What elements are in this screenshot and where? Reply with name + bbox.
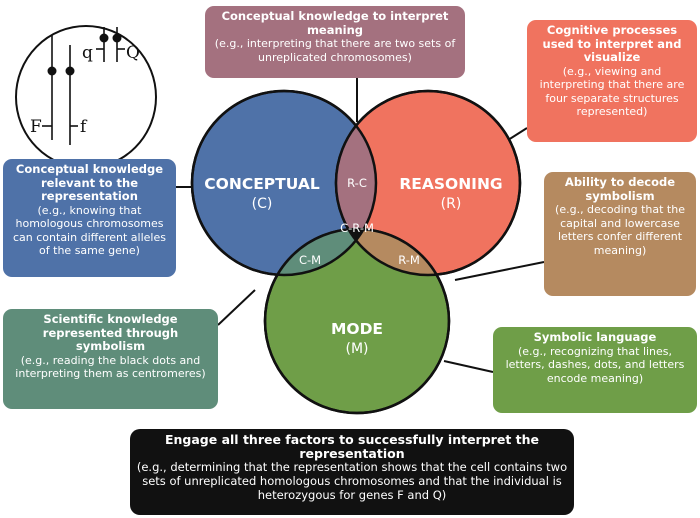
connector-lines	[176, 78, 545, 373]
box-description: (e.g., viewing and interpreting that the…	[539, 64, 685, 119]
rc-label: R-C	[347, 176, 367, 190]
reasoning-label: REASONING	[399, 175, 502, 193]
icon-letter-f: f	[80, 117, 88, 137]
crm-label: C-R-M	[340, 221, 374, 235]
box-decode-symbolism: Ability to decode symbolism (e.g., decod…	[544, 172, 696, 296]
mode-label: MODE	[331, 320, 383, 338]
box-title: Symbolic language	[533, 330, 657, 344]
icon-letter-Q: Q	[126, 43, 140, 63]
chromosome-icon: F f q Q	[15, 25, 157, 169]
box-description: (e.g., reading the black dots and interp…	[15, 353, 206, 381]
box-title: Engage all three factors to successfully…	[164, 432, 539, 461]
conceptual-abbr: (C)	[252, 196, 273, 212]
box-engage-all-factors: Engage all three factors to successfully…	[130, 429, 574, 515]
conceptual-label: CONCEPTUAL	[204, 175, 320, 193]
connector-symbolism	[454, 261, 545, 281]
connector-scientific	[217, 289, 256, 326]
box-conceptual-knowledge: Conceptual knowledge relevant to the rep…	[3, 159, 176, 277]
rm-label: R-M	[398, 253, 420, 267]
icon-letter-F: F	[30, 117, 42, 137]
box-title: Conceptual knowledge relevant to the rep…	[15, 162, 164, 203]
box-description: (e.g., interpreting that there are two s…	[214, 37, 456, 64]
reasoning-abbr: (R)	[441, 196, 462, 212]
icon-letter-q: q	[82, 43, 93, 63]
mode-abbr: (M)	[345, 341, 368, 357]
box-symbolic-language: Symbolic language (e.g., recognizing tha…	[493, 327, 697, 413]
box-conceptual-meaning: Conceptual knowledge to interpret meanin…	[205, 6, 465, 78]
connector-language	[443, 360, 494, 373]
box-title: Conceptual knowledge to interpret meanin…	[221, 9, 449, 37]
box-description: (e.g., decoding that the capital and low…	[555, 203, 685, 257]
circle-outlines	[190, 89, 522, 415]
box-description: (e.g., determining that the representati…	[136, 460, 568, 502]
box-title: Cognitive processes used to interpret an…	[542, 23, 682, 64]
box-description: (e.g., knowing that homologous chromosom…	[13, 203, 166, 258]
box-title: Ability to decode symbolism	[564, 175, 676, 203]
box-scientific-knowledge: Scientific knowledge represented through…	[3, 309, 218, 409]
box-cognitive-processes: Cognitive processes used to interpret an…	[527, 20, 697, 142]
cm-label: C-M	[299, 253, 321, 267]
box-description: (e.g., recognizing that lines, letters, …	[505, 344, 685, 385]
box-title: Scientific knowledge represented through…	[42, 312, 179, 353]
